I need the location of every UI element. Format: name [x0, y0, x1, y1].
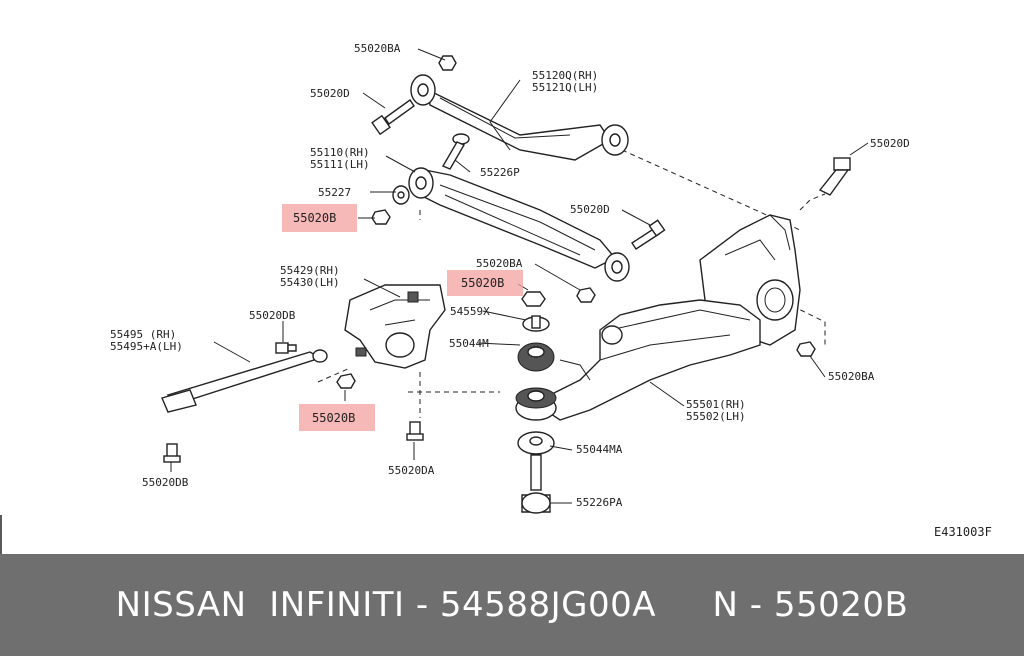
bolt-55226P — [441, 133, 470, 170]
label-55020DB-bottom: 55020DB — [142, 476, 189, 489]
label-55121Q: 55121Q(LH) — [532, 81, 598, 94]
label-55020DB-top: 55020DB — [249, 309, 296, 322]
bolt-55020DA — [406, 421, 424, 441]
highlight-box-3 — [299, 404, 375, 431]
label-55495: 55495 (RH) — [110, 328, 176, 341]
bolt-55020D-mid — [631, 219, 666, 250]
lateral-rod-55495 — [161, 349, 328, 413]
label-55020BA-mid: 55020BA — [476, 257, 523, 270]
upper-link-55120Q — [410, 74, 629, 161]
nut-55020BA-mid — [576, 287, 596, 303]
label-55111: 55111(LH) — [310, 158, 370, 171]
nut-55020BA-right — [796, 341, 816, 357]
figure-code: E431003F — [934, 525, 992, 539]
nut-55020B-stack — [521, 291, 546, 307]
label-55226PA: 55226PA — [576, 496, 623, 509]
label-55020B-3: 55020B — [312, 411, 355, 425]
label-55020D-top: 55020D — [310, 87, 350, 100]
label-55020D-mid: 55020D — [570, 203, 610, 216]
bushing-main — [515, 387, 557, 421]
label-55020B-2: 55020B — [461, 276, 504, 290]
footer-bar: NISSAN INFINITI - 54588JG00A N - 55020B — [0, 554, 1024, 656]
label-55227: 55227 — [318, 186, 351, 199]
bolt-55226PA — [521, 454, 551, 514]
parts-diagram: 55020BA 55020D 55120Q(RH) 55121Q(LH) 551… — [0, 42, 992, 554]
label-55020BA-top: 55020BA — [354, 42, 401, 55]
bolt-55020D-top — [371, 99, 415, 136]
washer-55227 — [392, 185, 410, 205]
bolt-55020D-right — [818, 157, 851, 196]
footer-text: NISSAN INFINITI - 54588JG00A N - 55020B — [115, 585, 909, 625]
label-55110: 55110(RH) — [310, 146, 370, 159]
bolt-55020DB-top — [275, 342, 297, 354]
label-54559X: 54559X — [450, 305, 490, 318]
bushing-55044MA — [517, 431, 555, 455]
label-55044M: 55044M — [449, 337, 489, 350]
highlight-box-2 — [447, 270, 523, 296]
label-55502: 55502(LH) — [686, 410, 746, 423]
label-55495A: 55495+A(LH) — [110, 340, 183, 353]
nut-55020B-lower — [336, 373, 356, 389]
highlight-box-1 — [282, 204, 357, 232]
nut-55020B-upper — [371, 209, 391, 225]
label-55044MA: 55044MA — [576, 443, 623, 456]
label-55020D-right: 55020D — [870, 137, 910, 150]
label-55020BA-right: 55020BA — [828, 370, 875, 383]
lower-link-55110 — [408, 167, 630, 282]
label-55020B-1: 55020B — [293, 211, 336, 225]
trailing-arm-55501 — [544, 299, 761, 421]
label-55501: 55501(RH) — [686, 398, 746, 411]
bolt-55020DB-bottom — [163, 443, 181, 463]
label-55430: 55430(LH) — [280, 276, 340, 289]
bracket-55429 — [344, 284, 446, 369]
label-55120Q: 55120Q(RH) — [532, 69, 598, 82]
label-55429: 55429(RH) — [280, 264, 340, 277]
washer-54559X — [522, 315, 550, 332]
label-55020DA: 55020DA — [388, 464, 435, 477]
bushing-55044M — [517, 342, 555, 372]
label-55226P: 55226P — [480, 166, 520, 179]
